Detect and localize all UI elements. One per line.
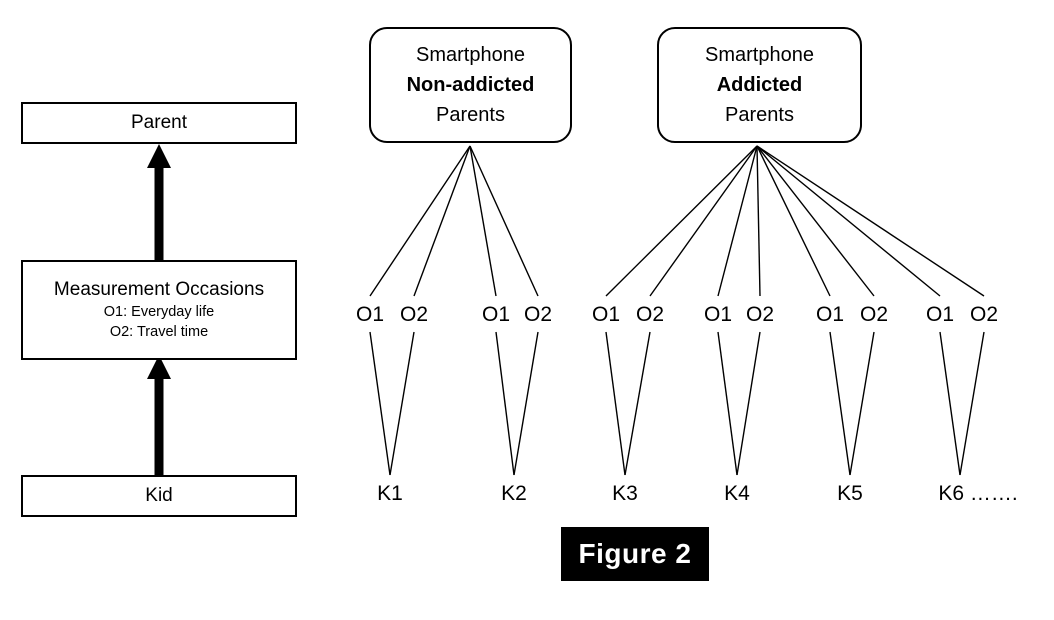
kid-node-k5: K5 — [837, 482, 863, 505]
occasion-node-k3-o1: O1 — [591, 303, 621, 326]
occasion-node-k5-o1: O1 — [815, 303, 845, 326]
level-subline-o2: O2: Travel time — [109, 324, 209, 340]
level-title-parent: Parent — [131, 112, 187, 133]
occasion-node-k3-o2: O2 — [635, 303, 665, 326]
level-box-measurement-occasions: Measurement Occasions O1: Everyday life … — [21, 260, 297, 360]
level-title-kid: Kid — [145, 485, 173, 506]
group-box-addicted-parents: Smartphone Addicted Parents — [657, 27, 862, 143]
occasion-node-k1-o2: O2 — [399, 303, 429, 326]
connectors-occasions-to-kids — [369, 331, 985, 476]
kid-node-k3: K3 — [612, 482, 638, 505]
arrow-kid-to-measurement — [147, 355, 171, 475]
occasion-node-k2-o1: O1 — [481, 303, 511, 326]
occasion-node-k1-o1: O1 — [355, 303, 385, 326]
level-box-kid: Kid — [21, 475, 297, 517]
group-line-addicted: Addicted — [716, 74, 803, 96]
occasion-node-k4-o1: O1 — [703, 303, 733, 326]
group-line-smartphone-non-addicted: Smartphone — [416, 44, 525, 66]
kid-node-k2: K2 — [501, 482, 527, 505]
group-line-parents-non-addicted: Parents — [436, 104, 505, 126]
level-subline-o1: O1: Everyday life — [103, 304, 215, 320]
fan-non-addicted-to-occasions — [369, 145, 539, 297]
occasion-node-k6-o2: O2 — [969, 303, 999, 326]
arrow-measurement-to-parent — [147, 144, 171, 260]
group-line-parents-addicted: Parents — [725, 104, 794, 126]
occasion-node-k2-o2: O2 — [523, 303, 553, 326]
fan-addicted-to-occasions — [605, 145, 985, 297]
group-line-smartphone-addicted: Smartphone — [705, 44, 814, 66]
occasion-node-k6-o1: O1 — [925, 303, 955, 326]
occasion-node-k5-o2: O2 — [859, 303, 889, 326]
kid-node-k6: K6 ……. — [938, 482, 1018, 505]
group-line-non-addicted: Non-addicted — [406, 74, 535, 96]
kid-node-k4: K4 — [724, 482, 750, 505]
level-box-parent: Parent — [21, 102, 297, 144]
occasion-node-k4-o2: O2 — [745, 303, 775, 326]
figure-caption: Figure 2 — [561, 527, 709, 581]
group-box-non-addicted-parents: Smartphone Non-addicted Parents — [369, 27, 572, 143]
level-title-measurement-occasions: Measurement Occasions — [53, 279, 265, 300]
kid-node-k1: K1 — [377, 482, 403, 505]
